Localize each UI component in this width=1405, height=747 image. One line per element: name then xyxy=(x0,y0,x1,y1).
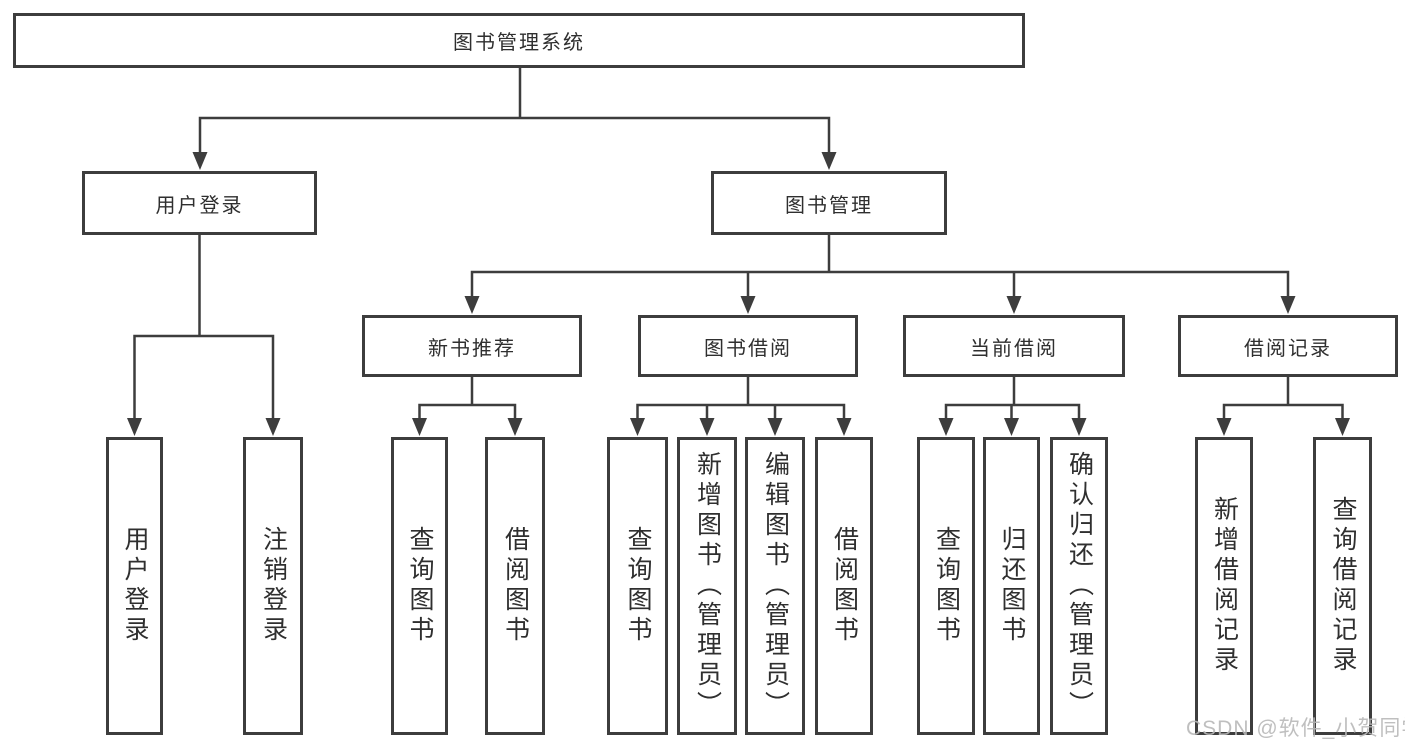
node-root-system: 图书管理系统 xyxy=(13,13,1025,68)
node-login: 用户登录 xyxy=(106,437,163,735)
arrow-down-icon xyxy=(192,152,208,170)
connectors-borrowing-records xyxy=(1222,375,1344,421)
arrow-down-icon xyxy=(1280,296,1296,314)
node-bb-add-books-admin: 新增图书（管理员） xyxy=(677,437,737,735)
arrow-down-icon xyxy=(507,418,523,436)
arrowheads-root xyxy=(192,152,837,170)
arrow-down-icon xyxy=(1071,418,1087,436)
connectors-user-login xyxy=(133,233,275,421)
node-book-borrowing: 图书借阅 xyxy=(638,315,858,377)
node-user-login: 用户登录 xyxy=(82,171,317,235)
node-br-add-record: 新增借阅记录 xyxy=(1195,437,1253,735)
node-bb-query-books: 查询图书 xyxy=(607,437,668,735)
arrowheads-book-borrowing xyxy=(630,418,852,436)
node-borrowing-records: 借阅记录 xyxy=(1178,315,1398,377)
arrowheads-new-book-recommend xyxy=(412,418,523,436)
node-br-query-record: 查询借阅记录 xyxy=(1313,437,1372,735)
arrow-down-icon xyxy=(699,418,715,436)
arrowheads-user-login xyxy=(127,418,281,436)
connectors-current-borrowing xyxy=(944,375,1081,421)
arrowheads-borrowing-records xyxy=(1216,418,1350,436)
node-bb-edit-books-admin: 编辑图书（管理员） xyxy=(745,437,805,735)
node-logout: 注销登录 xyxy=(243,437,303,735)
node-book-management: 图书管理 xyxy=(711,171,947,235)
connectors-root xyxy=(198,66,831,155)
arrow-down-icon xyxy=(1335,418,1350,436)
connectors-book-borrowing xyxy=(636,375,846,421)
node-cb-return-books: 归还图书 xyxy=(983,437,1040,735)
arrow-down-icon xyxy=(1006,296,1022,314)
connectors-book-management xyxy=(470,233,1290,299)
arrow-down-icon xyxy=(412,418,427,436)
node-nb-query-books: 查询图书 xyxy=(391,437,448,735)
node-current-borrowing: 当前借阅 xyxy=(903,315,1125,377)
arrow-down-icon xyxy=(767,418,783,436)
arrowheads-book-management xyxy=(464,296,1296,314)
arrow-down-icon xyxy=(265,418,281,436)
arrow-down-icon xyxy=(836,418,852,436)
arrow-down-icon xyxy=(740,296,756,314)
arrow-down-icon xyxy=(1004,418,1019,436)
node-new-book-recommend: 新书推荐 xyxy=(362,315,582,377)
arrow-down-icon xyxy=(464,296,480,314)
node-nb-borrow-books: 借阅图书 xyxy=(485,437,545,735)
arrow-down-icon xyxy=(821,152,837,170)
node-bb-borrow-books: 借阅图书 xyxy=(815,437,873,735)
arrow-down-icon xyxy=(630,418,645,436)
node-cb-confirm-return-admin: 确认归还（管理员） xyxy=(1050,437,1108,735)
node-cb-query-books: 查询图书 xyxy=(917,437,975,735)
arrow-down-icon xyxy=(1216,418,1232,436)
arrowheads-current-borrowing xyxy=(938,418,1087,436)
arrow-down-icon xyxy=(127,418,142,436)
connectors-new-book-recommend xyxy=(418,375,517,421)
arrow-down-icon xyxy=(938,418,954,436)
